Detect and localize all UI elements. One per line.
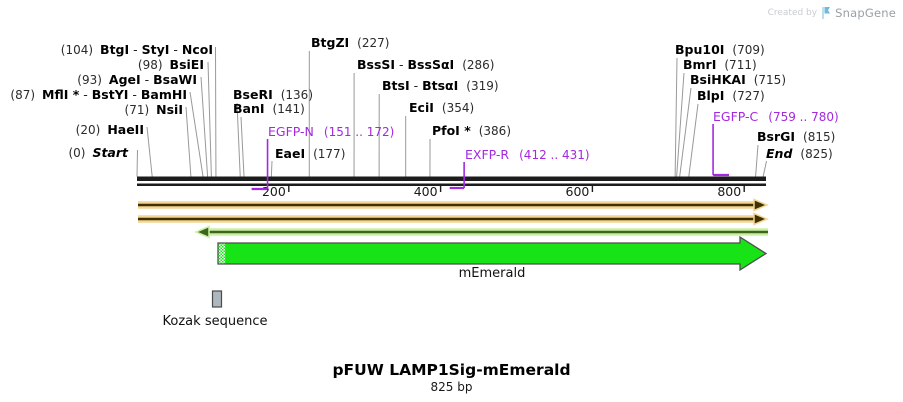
site-labels: (104)BtgI - StyI - NcoI(98)BsiEI(93)AgeI…: [10, 35, 835, 161]
site-label-btsI: BtsI - BtsαI(319): [382, 78, 499, 93]
site-label-haeII: (20)HaeII: [76, 122, 144, 137]
site-label-eaeI: EaeI(177): [275, 146, 345, 161]
site-label-mflI-bstYI-bamHI: (87)MflI * - BstYI - BamHI: [10, 87, 187, 102]
leader-line-blpI: [688, 103, 699, 177]
leader-lines: [136, 46, 767, 177]
site-label-bsiEI: (98)BsiEI: [138, 57, 204, 72]
leader-line-banI: [240, 116, 245, 177]
leader-line-ageI-bsaWI: [200, 76, 209, 177]
leader-line-bsiEI: [207, 61, 212, 177]
site-label-eciI: EciI(354): [409, 100, 474, 115]
site-label-btgZI: BtgZI(227): [311, 35, 389, 50]
mEmerald-hatched-tail: [218, 243, 226, 264]
site-label-btgI-styI-ncoI: (104)BtgI - StyI - NcoI: [61, 42, 213, 57]
leader-line-bsrGI: [755, 144, 759, 177]
leader-line-bmrI: [676, 72, 685, 177]
axis-tick-label-400: 400: [414, 184, 438, 199]
primer-marks: [251, 124, 730, 191]
leader-line-bseRI: [236, 102, 241, 177]
snapgene-brand-text: SnapGene: [835, 6, 896, 20]
site-label-bmrI: BmrI(711): [683, 57, 757, 72]
site-label-pfoI: PfoI *(386): [432, 123, 511, 138]
primer-label-egfp-n: EGFP-N(151 .. 172): [268, 124, 394, 139]
plasmid-length: 825 bp: [430, 379, 473, 394]
site-label-bpu10I: Bpu10I(709): [675, 42, 765, 57]
axis-tick-label-200: 200: [262, 184, 286, 199]
primer-label-exfp-r: EXFP-R(412 .. 431): [465, 147, 590, 162]
site-label-bsiHKAI: BsiHKAI(715): [690, 72, 786, 87]
leader-line-bpu10I: [674, 57, 678, 177]
leader-line-end: [762, 160, 767, 177]
leader-line-eaeI: [270, 160, 273, 177]
site-label-bseRI: BseRI(136): [233, 87, 313, 102]
primer-labels: EGFP-N(151 .. 172) EXFP-R(412 .. 431) EGFP…: [268, 109, 839, 162]
site-label-bssSI: BssSI - BssSαI(286): [357, 57, 494, 72]
site-label-start: (0)Start: [68, 145, 129, 160]
site-label-banI: BanI(141): [233, 101, 305, 116]
feature-arrowhead-construct-strand-top: [753, 198, 769, 212]
site-label-nsiI: (71)NsiI: [125, 102, 183, 117]
site-label-bsrGI: BsrGI(815): [757, 129, 835, 144]
site-label-blpI: BlpI(727): [697, 88, 765, 103]
plasmid-title: pFUW LAMP1Sig-mEmerald: [332, 361, 571, 379]
leader-line-nsiI: [185, 106, 192, 177]
axis-tick-label-800: 800: [717, 184, 741, 199]
mEmerald-feature-arrow: [217, 235, 768, 272]
kozak-label: Kozak sequence: [163, 314, 268, 329]
axis-top-strand: [137, 176, 766, 181]
site-label-end: End(825): [766, 146, 833, 161]
sequence-axis: 200 400 600 800: [137, 176, 766, 199]
created-by-text: Created by: [767, 8, 818, 18]
feature-arrowhead-construct-strand-bottom: [753, 212, 769, 226]
leader-line-haeII: [146, 126, 153, 177]
primer-label-egfp-c: EGFP-C(759 .. 780): [713, 109, 839, 124]
mEmerald-label: mEmerald: [459, 266, 526, 281]
axis-bottom-strand: [137, 183, 766, 186]
leader-line-start: [136, 149, 138, 177]
snapgene-watermark: Created by SnapGene: [768, 6, 896, 20]
feature-arrowhead-reverse-orf: [194, 225, 210, 239]
leader-line-mflI-bstYI-bamHI: [189, 91, 204, 177]
title-block: pFUW LAMP1Sig-mEmerald 825 bp: [0, 361, 903, 395]
axis-tick-label-600: 600: [566, 184, 590, 199]
kozak-box: [211, 290, 223, 308]
leader-line-bsiHKAI: [679, 87, 692, 177]
snapgene-logo-icon: [821, 6, 831, 20]
site-label-ageI-bsaWI: (93)AgeI - BsaWI: [77, 72, 197, 87]
